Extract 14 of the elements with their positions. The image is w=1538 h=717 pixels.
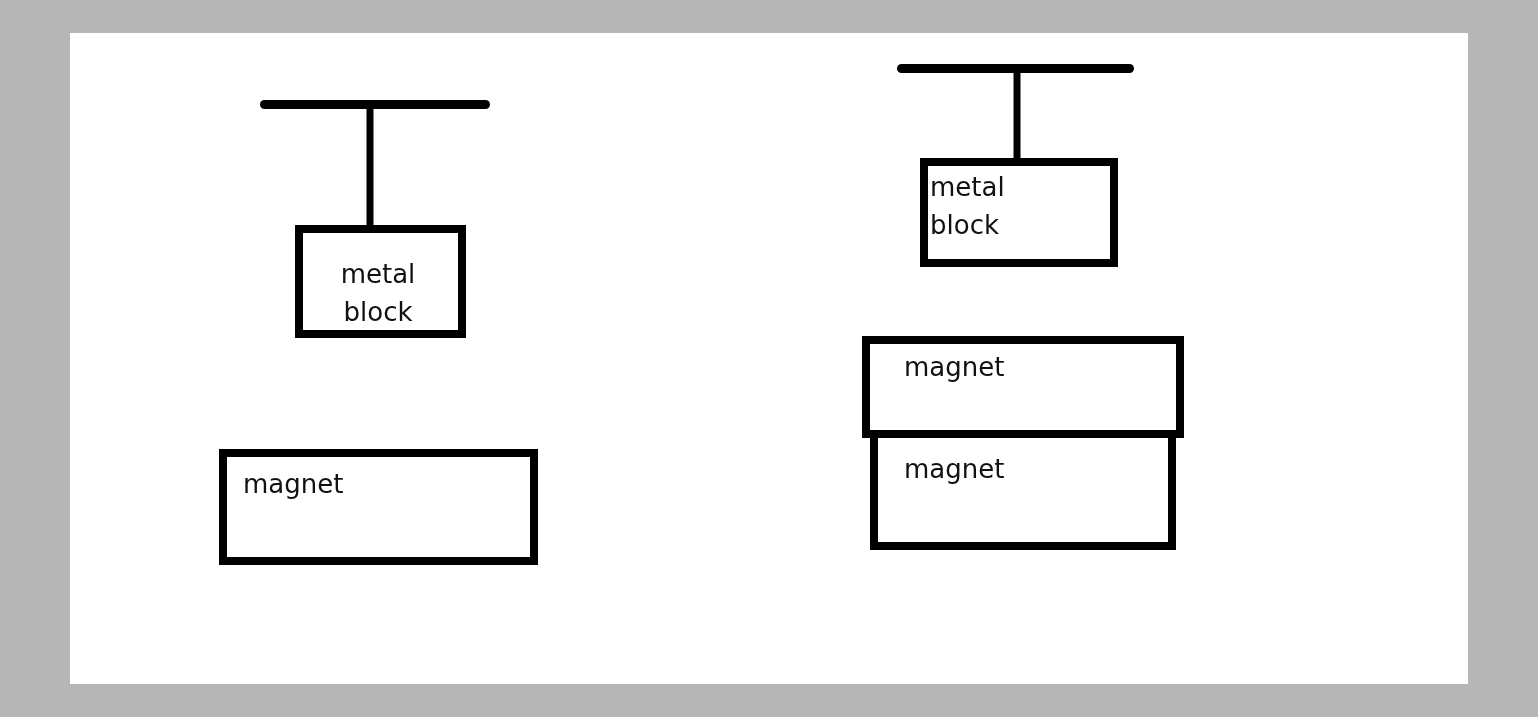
- block-box: [219, 449, 538, 565]
- block-box: [862, 336, 1184, 438]
- ceiling-bar: [897, 64, 1134, 73]
- block-box: [870, 438, 1176, 550]
- block-label: magnet: [904, 453, 1006, 486]
- block-label: magnet: [243, 468, 345, 501]
- hanging-rod: [1013, 73, 1021, 158]
- ceiling-bar: [260, 100, 490, 109]
- block-box: [920, 158, 1118, 267]
- hanging-rod: [366, 109, 374, 225]
- block-label: magnet: [904, 351, 1006, 384]
- block-label: metal block: [339, 258, 417, 329]
- block-label: metal block: [930, 171, 1006, 242]
- block-box: [295, 225, 466, 338]
